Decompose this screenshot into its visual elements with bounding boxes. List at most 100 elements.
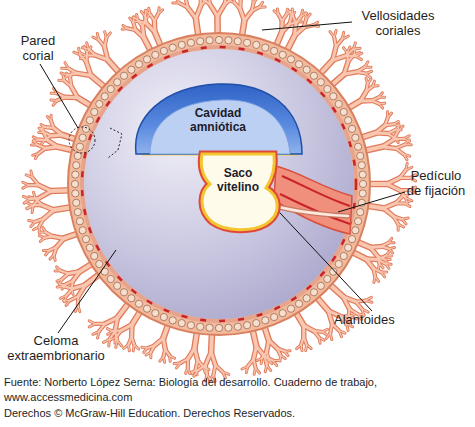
trophoblast-cell [135, 300, 142, 307]
villus [293, 15, 296, 23]
trophoblast-cell [152, 310, 159, 317]
trophoblast-cell [120, 72, 127, 79]
trophoblast-cells [71, 36, 366, 331]
villus [29, 221, 35, 222]
villus [267, 340, 269, 351]
villus [186, 0, 188, 8]
villus [404, 204, 410, 207]
villus-outline [33, 137, 38, 140]
villus-outline [47, 140, 57, 147]
villus-outline [284, 351, 288, 355]
villus [379, 93, 382, 97]
villus [105, 32, 107, 38]
trophoblast-cell [253, 41, 260, 48]
villus [398, 126, 403, 131]
trophoblast-cell [352, 134, 359, 141]
villus [357, 72, 366, 74]
villus [117, 341, 121, 346]
villus [61, 271, 69, 274]
villus [334, 37, 336, 47]
villus-outline [254, 359, 256, 368]
trophoblast-cell [76, 218, 83, 225]
source-caption: Fuente: Norberto López Serna: Biología d… [4, 375, 424, 405]
villus [153, 21, 157, 33]
villus [361, 99, 372, 102]
villus [374, 277, 375, 283]
villus [143, 26, 144, 37]
villus [105, 318, 117, 324]
villus [23, 185, 29, 188]
villus [242, 366, 248, 369]
villus-outline [50, 255, 54, 259]
villus [395, 202, 404, 204]
villus-outline [46, 232, 53, 236]
villus-outline [378, 264, 379, 269]
villus [397, 224, 398, 230]
villus [203, 367, 205, 373]
villus [39, 236, 44, 238]
stalk-vessel [282, 176, 350, 206]
villus [180, 359, 188, 363]
villus [388, 113, 392, 117]
villus [373, 268, 375, 276]
villus [72, 289, 73, 294]
villus-outline [244, 11, 251, 21]
trophoblast-cell [287, 305, 294, 312]
villus-outline [343, 48, 347, 53]
trophoblast-cell [160, 47, 167, 54]
villus [296, 16, 301, 23]
villus [69, 289, 72, 294]
villus [400, 177, 410, 179]
villus-outline [67, 289, 73, 296]
villus [267, 365, 271, 370]
villus [330, 32, 334, 37]
villus [343, 48, 347, 53]
villus-outline [254, 0, 258, 3]
villus-outline [330, 324, 332, 333]
villus-outline [396, 148, 404, 154]
villus [206, 365, 207, 375]
villus [366, 78, 368, 83]
detail-marker [108, 128, 122, 158]
villus [46, 251, 50, 255]
leader-line [40, 64, 78, 128]
trophoblast-cell [359, 190, 366, 197]
villus-outline [106, 33, 110, 38]
villus [130, 18, 134, 22]
villus [99, 324, 105, 332]
villus-outline [155, 338, 164, 345]
villus-outline [154, 14, 158, 21]
villus-outline [206, 352, 211, 365]
villus-outline [23, 185, 29, 188]
villus-outline [105, 32, 107, 38]
villus-outline [334, 30, 336, 37]
trophoblast-cell [253, 319, 260, 326]
villus [39, 139, 44, 141]
trophoblast-cell [225, 324, 232, 331]
trophoblast-cell [359, 180, 366, 187]
villus [80, 56, 86, 59]
villus [67, 289, 73, 296]
villus [402, 219, 406, 224]
villus-outline [267, 340, 269, 351]
villus-outline [27, 205, 33, 208]
trophoblast-cell [243, 39, 250, 46]
villus [306, 14, 310, 19]
villus-outline [206, 365, 207, 375]
villus [86, 62, 90, 75]
villus [347, 47, 350, 53]
villus-outline [61, 271, 69, 274]
villus-outline [379, 104, 383, 108]
villus [108, 331, 113, 334]
villus [353, 48, 360, 49]
villus [123, 25, 128, 28]
villus [31, 222, 35, 227]
villus [254, 0, 258, 3]
villus [135, 18, 139, 22]
villus [393, 216, 398, 224]
villus-outline [65, 63, 69, 69]
trophoblast-cell [340, 108, 347, 115]
villus [39, 148, 46, 153]
villus [366, 74, 371, 78]
villus [41, 125, 46, 128]
